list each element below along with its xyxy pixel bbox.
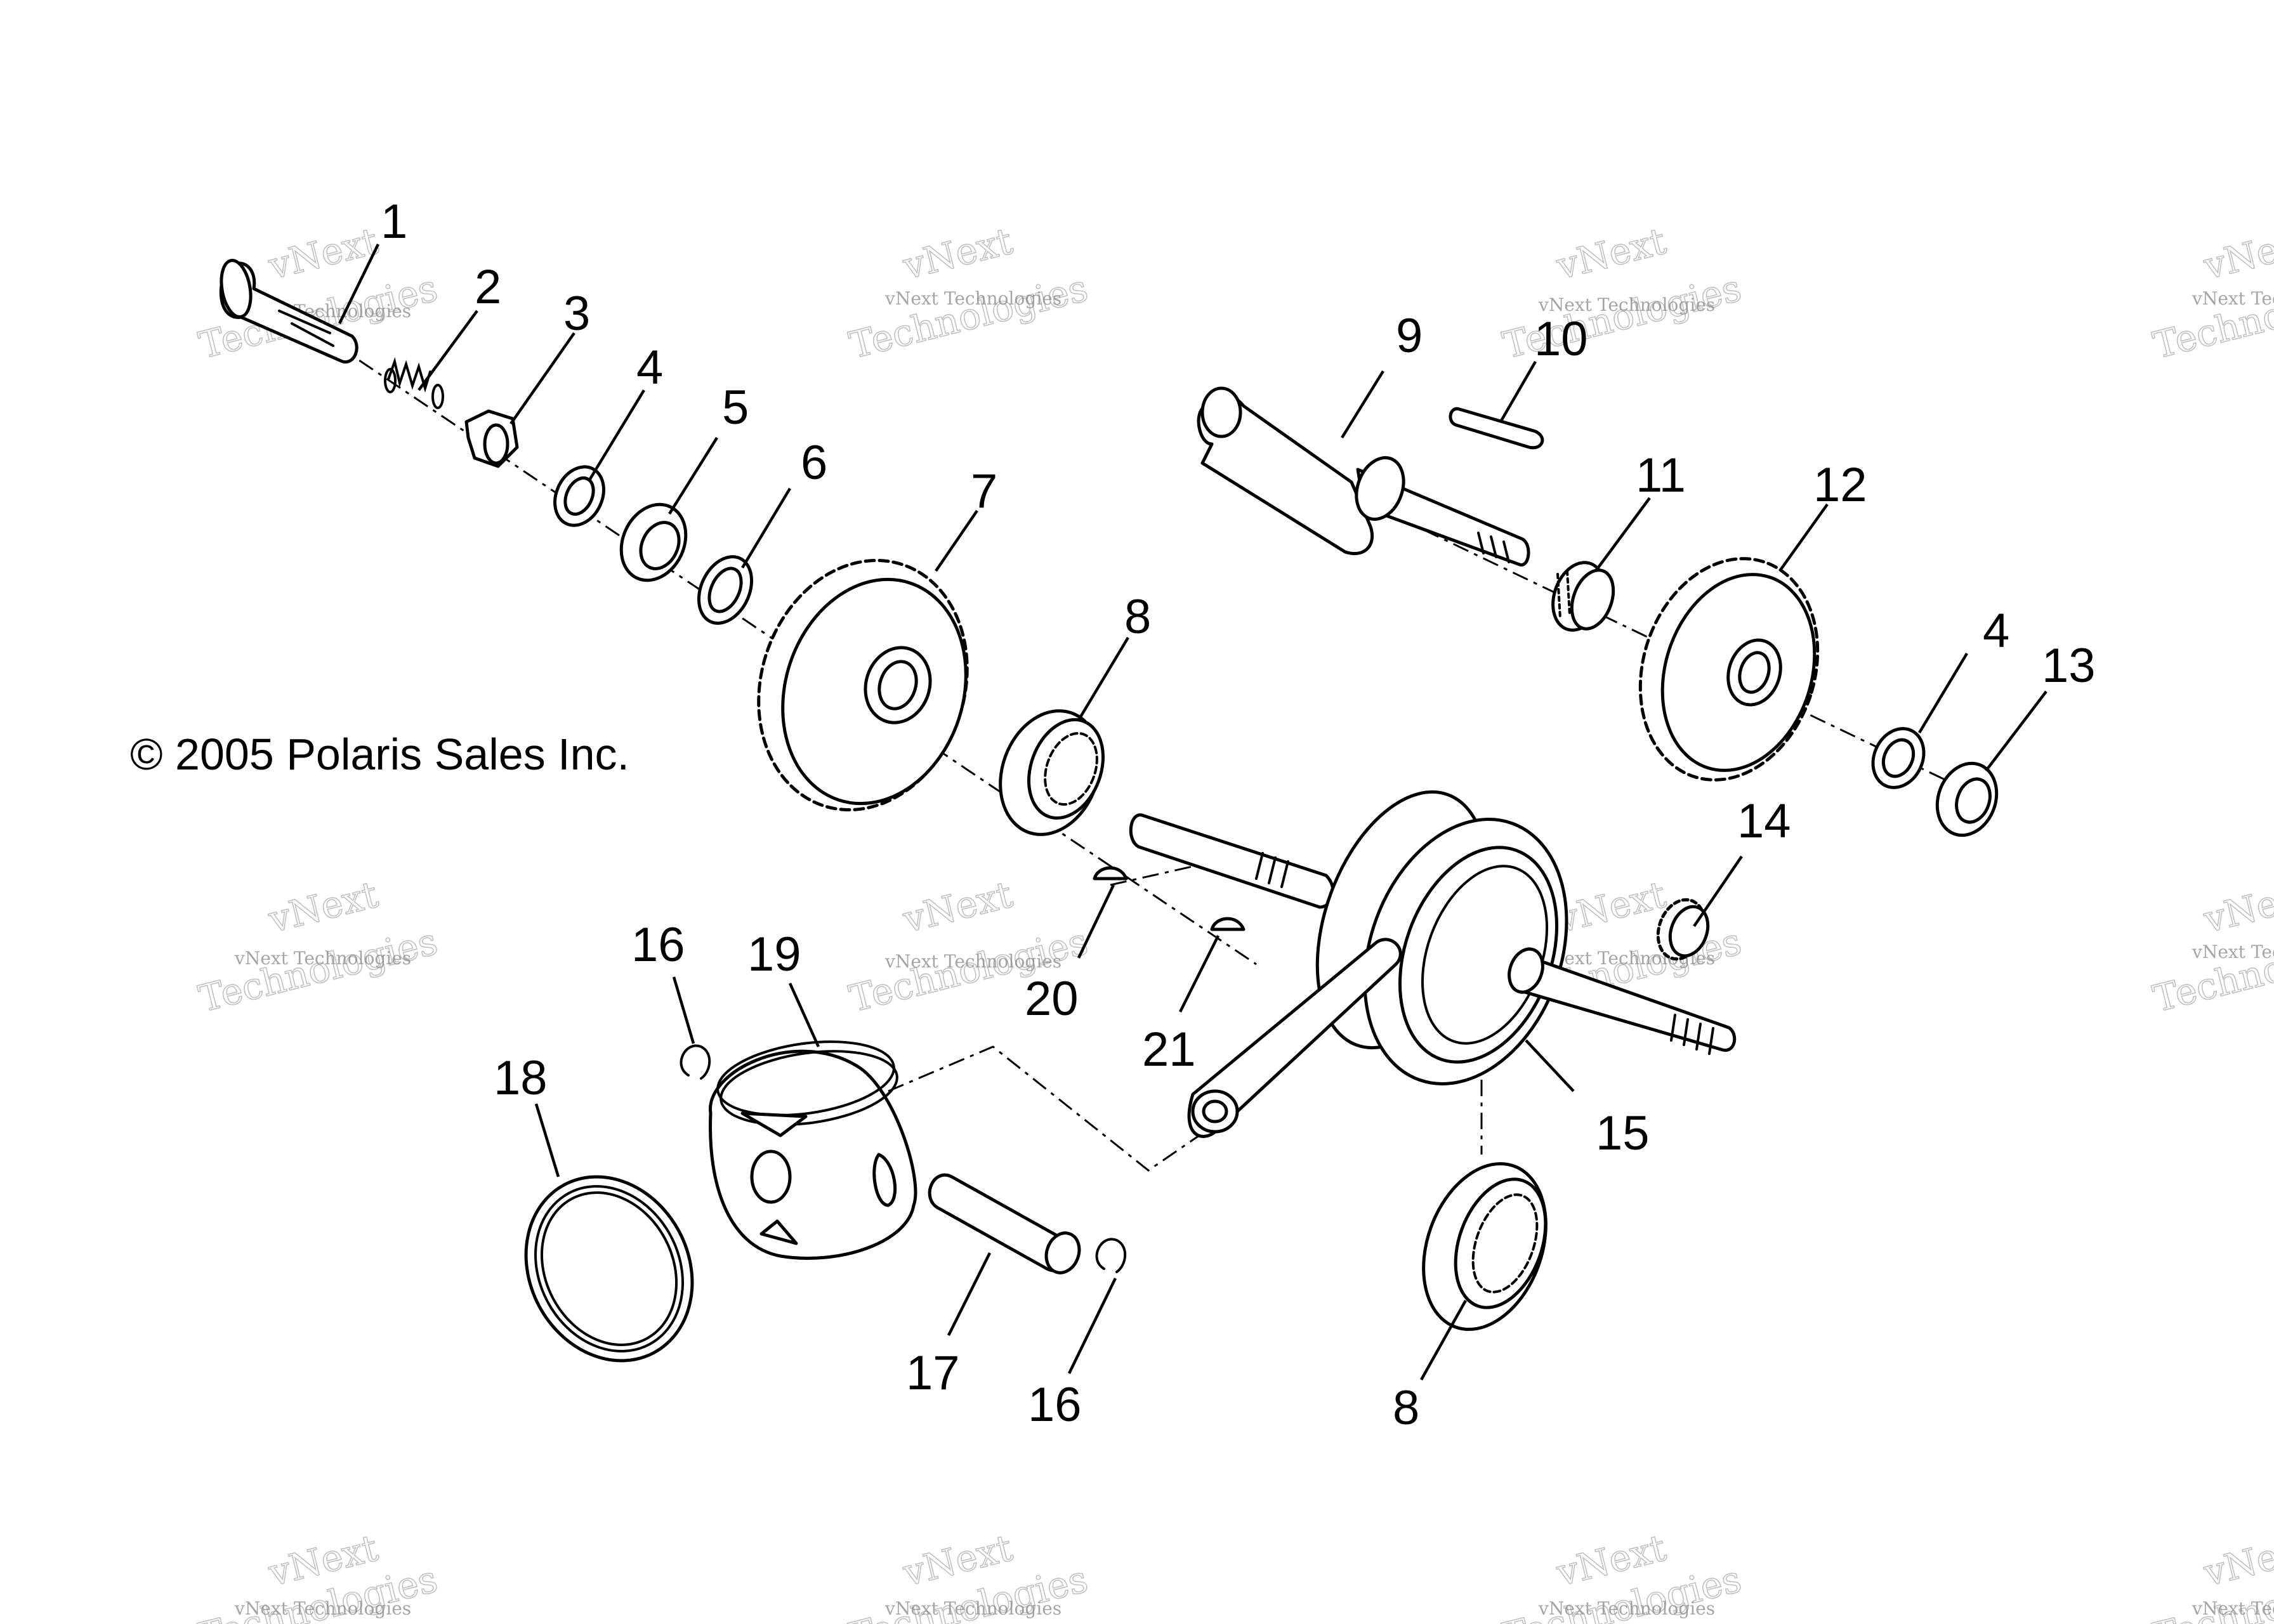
svg-text:vNext Technologies: vNext Technologies: [884, 951, 1061, 972]
callout-16b: 16: [1028, 1378, 1082, 1432]
svg-text:vNext: vNext: [898, 873, 1016, 941]
part-7-gear: [757, 558, 969, 812]
svg-text:vNext: vNext: [2199, 873, 2274, 941]
watermark: vNext Technologies vNext Technologies: [845, 219, 1093, 368]
svg-text:vNext Technologies: vNext Technologies: [1538, 294, 1715, 315]
callout-18: 18: [494, 1051, 548, 1105]
svg-text:vNext Technologies: vNext Technologies: [884, 1598, 1061, 1619]
callout-11: 11: [1636, 449, 1686, 502]
callout-12: 12: [1813, 458, 1867, 512]
copyright-notice: © 2005 Polaris Sales Inc.: [130, 730, 629, 779]
svg-text:vNext Technologies: vNext Technologies: [234, 1598, 411, 1619]
callout-3: 3: [563, 287, 590, 341]
svg-text:vNext Technologies: vNext Technologies: [234, 948, 411, 969]
part-16-circlip-lower: [1095, 1238, 1127, 1273]
part-21-key: [1210, 917, 1245, 931]
callout-20: 20: [1025, 972, 1079, 1026]
part-10-key: [1449, 407, 1544, 450]
part-4-washer: [553, 465, 605, 527]
watermark: vNext Technologies vNext Technologies: [194, 872, 442, 1021]
callout-21: 21: [1142, 1023, 1196, 1077]
callout-1: 1: [381, 195, 407, 249]
part-20-key: [1093, 866, 1128, 881]
callout-14: 14: [1737, 794, 1791, 848]
svg-text:vNext: vNext: [1552, 219, 1670, 288]
callout-4: 4: [636, 341, 663, 395]
part-11-bushing: [1551, 561, 1615, 632]
leader-lines: [338, 244, 2047, 1381]
part-15-crankshaft: [1129, 790, 1737, 1138]
part-16-circlip-upper: [680, 1044, 711, 1080]
part-18-piston-rings: [524, 1175, 694, 1363]
svg-text:vNext Technologies: vNext Technologies: [1538, 1598, 1715, 1619]
watermark: vNext Technologies vNext Technologies: [2148, 219, 2274, 368]
svg-text:Technologies: Technologies: [845, 266, 1092, 367]
callout-5: 5: [722, 381, 749, 435]
svg-text:vNext: vNext: [898, 219, 1016, 288]
watermark: vNext Technologies vNext Technologies: [845, 1526, 1093, 1624]
part-8-bearing-upper: [999, 709, 1105, 836]
svg-text:vNext Technologies: vNext Technologies: [2192, 941, 2274, 962]
callout-7: 7: [971, 464, 997, 518]
callout-6: 6: [801, 436, 827, 490]
part-6-washer: [697, 555, 754, 625]
callout-10: 10: [1534, 312, 1588, 366]
watermark: vNext Technologies vNext Technologies: [194, 1526, 442, 1624]
part-9-balancer-shaft: [1197, 386, 1530, 566]
callout-9: 9: [1396, 309, 1423, 363]
callout-2: 2: [475, 260, 501, 314]
callout-13: 13: [2042, 639, 2096, 693]
watermark: vNext Technologies vNext Technologies: [1498, 1526, 1746, 1624]
callout-8b: 8: [1393, 1381, 1419, 1435]
part-1-pin: [219, 259, 358, 363]
callout-16a: 16: [631, 918, 685, 972]
svg-text:vNext: vNext: [264, 219, 382, 288]
callout-19: 19: [747, 927, 801, 981]
part-8-bearing-lower: [1422, 1162, 1548, 1332]
part-3-nut: [464, 409, 519, 468]
svg-text:vNext: vNext: [264, 873, 382, 941]
svg-text:vNext Technologies: vNext Technologies: [2192, 1598, 2274, 1619]
watermark: vNext Technologies vNext Technologies: [2148, 872, 2274, 1021]
part-4-washer-right: [1871, 727, 1926, 789]
callout-labels: 1 2 3 4 5 6 7 8 9 10 11 12 4 13 14 15 16…: [381, 195, 2096, 1435]
svg-text:Technologies: Technologies: [195, 920, 442, 1021]
svg-text:vNext: vNext: [2199, 1526, 2274, 1595]
part-13-nut: [1935, 761, 1999, 837]
part-12-gear: [1638, 557, 1820, 782]
callout-15: 15: [1596, 1106, 1650, 1160]
svg-text:vNext Technologies: vNext Technologies: [2192, 288, 2274, 309]
part-5-collar: [619, 502, 688, 582]
part-19-piston: [709, 1040, 917, 1260]
callout-4b: 4: [1983, 604, 2009, 658]
part-17-piston-pin: [928, 1173, 1081, 1274]
watermark: vNext Technologies vNext Technologies: [2148, 1526, 2274, 1624]
callout-17: 17: [906, 1346, 960, 1400]
svg-text:vNext Technologies: vNext Technologies: [884, 288, 1061, 309]
svg-text:vNext: vNext: [2199, 219, 2274, 288]
callout-8: 8: [1124, 590, 1151, 644]
svg-text:vNext: vNext: [1552, 873, 1670, 941]
